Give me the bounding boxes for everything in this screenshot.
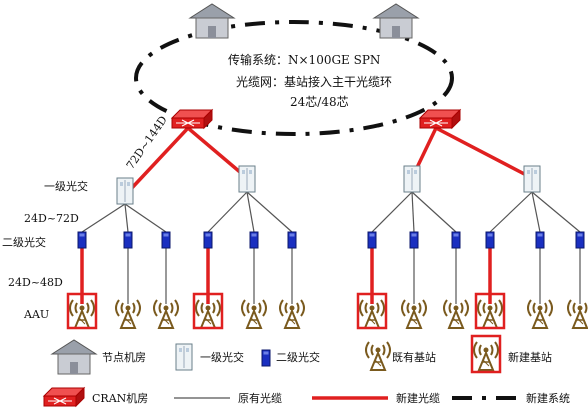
legend-cran-icon — [43, 387, 85, 407]
existing-fiber-lines — [81, 191, 581, 304]
first-level-label: 一级光交 — [44, 179, 88, 193]
legend-first-level: 一级光交 — [200, 350, 244, 364]
node-room-icon — [373, 3, 419, 39]
fiber-24-72-label: 24D~72D — [24, 212, 79, 225]
legend-node-room: 节点机房 — [102, 350, 146, 364]
second-level-boxes — [77, 231, 585, 249]
legend-cran-room: CRAN机房 — [92, 391, 148, 405]
ring-line-2: 光缆网：基站接入主干光缆环 — [236, 74, 392, 89]
cran-room-icon — [171, 109, 213, 129]
aau-antennas — [69, 299, 588, 329]
legend-new-site-frame — [470, 334, 502, 374]
legend-existing-fiber: 原有光缆 — [238, 391, 282, 405]
second-level-label: 二级光交 — [2, 235, 46, 249]
legend-existing-site-icon — [365, 341, 391, 371]
legend-new-site: 新建基站 — [508, 350, 552, 364]
aau-label: AAU — [23, 308, 49, 321]
backbone-ring — [134, 20, 454, 136]
new-site-frames — [66, 292, 506, 330]
ring-line-1: 传输系统：N×100GE SPN — [228, 52, 380, 67]
first-level-box-icon — [116, 177, 134, 205]
first-level-box-icon — [238, 165, 256, 193]
fiber-72-144-label: 72D~144D — [124, 113, 170, 171]
ring-line-3: 24芯/48芯 — [290, 95, 349, 109]
cran-room-icon — [419, 109, 461, 129]
first-level-box-icon — [403, 165, 421, 193]
fiber-24-48-label: 24D~48D — [8, 276, 63, 289]
legend-node-room-icon — [51, 339, 97, 375]
new-fiber-lines — [80, 126, 533, 304]
legend-existing-site: 既有基站 — [392, 350, 436, 364]
legend-new-system: 新建系统 — [526, 391, 570, 405]
legend-new-site-icon — [473, 341, 499, 371]
node-room-icon — [189, 3, 235, 39]
legend-second-level-icon — [261, 349, 271, 367]
legend-first-level-icon — [175, 343, 193, 371]
legend-second-level: 二级光交 — [276, 350, 320, 364]
first-level-box-icon — [523, 165, 541, 193]
legend-new-fiber: 新建光缆 — [396, 391, 440, 405]
